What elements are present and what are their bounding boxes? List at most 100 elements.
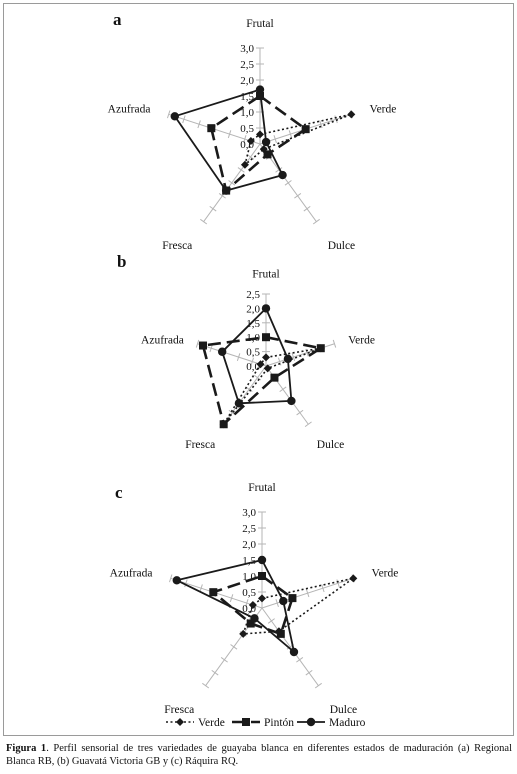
axis-label-verde: Verde [348,334,375,346]
axis-tick [195,339,200,348]
axis-label-azufrada: Azufrada [110,567,153,579]
axis-tick [209,344,213,353]
data-point-maduro [283,354,293,364]
legend-label-maduro: Maduro [329,717,366,729]
axis-tick [321,584,325,593]
scale-tick-label: 0,5 [246,347,260,359]
data-point-maduro [289,647,299,657]
axis-tick [277,357,282,366]
axis-tick [275,599,279,608]
axis-tick [332,339,337,348]
axis-tick [273,135,277,144]
data-point-pinton [301,125,310,134]
series-line-verde [244,113,353,166]
series-line-pinton [210,94,308,192]
legend-marker-verde [176,718,184,726]
data-point-pinton [219,420,228,429]
data-point-pinton [199,341,208,350]
axis-tick [243,135,247,144]
data-point-pinton [270,373,279,382]
axis-tick [166,110,171,119]
axis-tick [247,154,255,160]
series-line-verde [222,347,322,426]
axis-label-frutal: Frutal [246,18,273,30]
axis-tick [218,193,226,199]
axis-tick [303,205,311,212]
axis-label-dulce: Dulce [328,240,355,252]
data-point-maduro [170,112,179,121]
data-point-verde [248,601,257,610]
data-point-pinton [258,572,266,580]
radar-charts: FrutalVerdeDulceFrescaAzufrada3,02,52,01… [108,10,399,729]
axis-tick [184,579,188,588]
radar-panel-c: FrutalVerdeDulceFrescaAzufrada3,02,52,01… [110,482,399,716]
data-point-pinton [276,629,285,638]
axis-tick [229,594,234,603]
data-point-verde [240,160,249,169]
scale-tick-label: 2,0 [246,303,260,315]
axis-tick [305,669,313,676]
data-point-verde [263,364,272,373]
scale-tick-label: 1,5 [246,318,260,330]
axis-tick [304,421,312,428]
axis-label-dulce: Dulce [317,439,344,451]
radar-panel-a: FrutalVerdeDulceFrescaAzufrada3,02,52,01… [108,10,397,252]
data-point-verde [256,130,264,139]
data-point-pinton [263,150,272,159]
axis-tick [197,120,201,129]
panel-label: b [117,252,126,271]
scale-tick-label: 2,0 [242,539,256,551]
axis-tick [245,599,249,608]
data-point-maduro [261,137,271,147]
axis-tick [236,353,241,362]
axis-tick [319,120,323,129]
axis-tick [220,657,228,663]
scale-tick-label: 0,5 [240,123,254,135]
axis-tick [336,579,340,588]
axis-tick [284,180,292,186]
data-point-maduro [255,85,265,94]
axis-tick [199,584,203,593]
axis-tick [334,115,338,124]
legend-label-pinton: Pintón [264,717,294,729]
axis-tick [202,682,210,689]
axis-tick [250,357,255,366]
data-point-maduro [221,186,231,195]
data-point-pinton [316,344,325,353]
data-point-maduro [287,396,296,406]
scale-tick-label: 3,0 [240,43,254,55]
data-point-maduro [279,596,288,606]
axis-tick [237,167,245,173]
axis-label-frutal: Frutal [248,482,275,494]
data-point-pinton [262,333,270,342]
axis-label-azufrada: Azufrada [141,334,184,346]
panel-label: c [115,483,123,502]
axis-tick [314,682,322,689]
data-point-maduro [217,347,227,356]
axis-tick [267,618,275,624]
axis-tick [228,409,236,416]
scale-tick-label: 1,0 [240,107,254,119]
data-point-maduro [172,576,181,585]
axis-line-azufrada [197,343,267,367]
series-line-pinton [201,335,323,426]
panel-label: a [113,10,122,29]
axis-tick [275,167,283,173]
axis-label-fresca: Fresca [164,704,194,716]
data-point-verde [239,629,248,638]
data-point-verde [256,360,265,369]
series-line-maduro [175,559,295,653]
axis-tick [227,130,232,139]
series-line-maduro [221,307,293,405]
data-point-verde [258,594,266,603]
axis-label-frutal: Frutal [252,269,279,281]
data-point-maduro [234,399,244,408]
scale-tick-label: 2,5 [246,289,260,301]
data-point-pinton [288,594,297,603]
data-point-verde [347,110,356,119]
data-point-maduro [250,614,259,623]
axis-tick [182,115,186,124]
scale-tick-label: 2,5 [242,523,256,535]
figure-caption: Figura 1. Perfil sensorial de tres varie… [6,742,512,768]
